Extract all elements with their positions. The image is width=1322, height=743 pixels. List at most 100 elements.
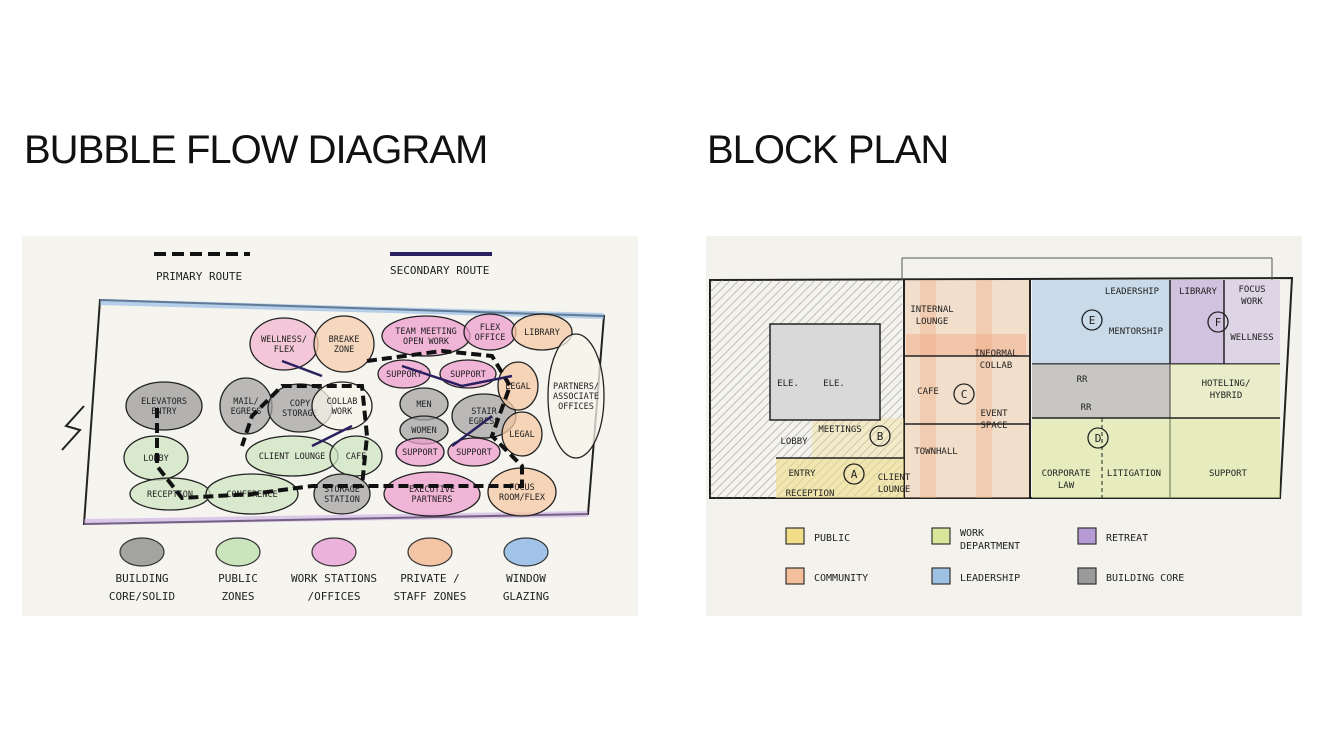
room-townhall: TOWNHALL <box>914 447 957 457</box>
room-lobby: LOBBY <box>780 437 808 447</box>
building-core-zone <box>1032 364 1170 418</box>
room-informal-collab: INFORMAL <box>974 349 1017 359</box>
bubble-elevators <box>125 381 203 431</box>
room-rr1: RR <box>1077 375 1088 385</box>
bubble-label-reception: RECEPTION <box>147 490 193 500</box>
bubble-label-team: TEAM MEETING <box>395 327 456 337</box>
bubble-label-legal2: LEGAL <box>509 430 535 440</box>
bubble-legal1 <box>497 361 539 411</box>
retreat-zone <box>1170 280 1224 364</box>
bubble-label-men: MEN <box>416 400 431 410</box>
zone-letter-e: E <box>1089 314 1096 327</box>
legend-label-4: WINDOW <box>506 572 546 585</box>
room-litigation: LITIGATION <box>1107 469 1161 479</box>
bubble-label-flexoffice: FLEX <box>480 323 501 333</box>
room-rr2: RR <box>1081 403 1092 413</box>
break-line <box>61 405 85 451</box>
room-internal-lounge: INTERNAL <box>910 305 953 315</box>
bubble-label-wellness: FLEX <box>274 345 295 355</box>
bubble-label-collab: COLLAB <box>327 397 358 407</box>
room-event-space: EVENT <box>980 409 1008 419</box>
room-corporate-law: CORPORATE <box>1042 469 1091 479</box>
block-plan-title: BLOCK PLAN <box>707 128 949 172</box>
room-library: LIBRARY <box>1179 287 1218 297</box>
primary-route-label: PRIMARY ROUTE <box>156 270 242 283</box>
bubble-label-break: ZONE <box>334 345 354 355</box>
legend-sublabel-1: ZONES <box>221 590 254 603</box>
room-wellness: WELLNESS <box>1230 333 1273 343</box>
bubble-label-break: BREAKE <box>329 335 360 345</box>
bubble-label-team: OPEN WORK <box>403 337 450 347</box>
block-legend-label-0: PUBLIC <box>814 533 850 544</box>
block-legend-swatch-1 <box>931 527 951 545</box>
room-ele2: ELE. <box>823 379 845 389</box>
bubble-break <box>313 315 375 373</box>
zone-letter-d: D <box>1095 432 1102 445</box>
block-legend-label-1: WORK <box>960 528 984 539</box>
primary-route-path <box>155 348 524 501</box>
bubble-label-partners: PARTNERS/ <box>553 382 599 392</box>
legend-swatch-2 <box>311 537 357 567</box>
bubble-label-flexoffice: OFFICE <box>475 333 506 343</box>
bubble-library <box>511 313 573 351</box>
block-plan: A B C D E F INTERNAL LOUNGE INFORMAL COLLAB CAFE E… <box>706 236 1302 616</box>
legend-label-3: PRIVATE / <box>400 572 460 585</box>
zone-letter-b: B <box>877 430 884 443</box>
zone-circle-d <box>1087 427 1109 449</box>
room-cafe: CAFE <box>917 387 939 397</box>
block-legend-swatch-3 <box>785 567 805 585</box>
bubble-flow-diagram-title: BUBBLE FLOW DIAGRAM <box>24 128 488 172</box>
room-leadership: LEADERSHIP <box>1105 287 1160 297</box>
bubble-partners <box>547 333 605 459</box>
bubble-label-support4: SUPPORT <box>456 448 492 458</box>
room-mentorship: MENTORSHIP <box>1109 327 1164 337</box>
block-legend-swatch-5 <box>1077 567 1097 585</box>
bubble-label-elevators: ELEVATORS <box>141 397 187 407</box>
bubble-label-cafe: CAFE <box>346 452 366 462</box>
bubble-legal2 <box>501 411 543 457</box>
bubble-label-women: WOMEN <box>411 426 437 436</box>
room-client-lounge: LOUNGE <box>878 485 911 495</box>
block-legend-label-5: BUILDING CORE <box>1106 573 1184 584</box>
legend-swatch-3 <box>407 537 453 567</box>
zone-letter-c: C <box>961 388 968 401</box>
legend-sublabel-4: GLAZING <box>503 590 549 603</box>
zone-circle-f <box>1207 311 1229 333</box>
bubble-label-stair: STAIR <box>471 407 497 417</box>
window-glazing-top <box>99 299 605 319</box>
room-corporate-law: LAW <box>1058 481 1075 491</box>
bubble-label-support3: SUPPORT <box>402 448 438 458</box>
legend-label-2: WORK STATIONS <box>291 572 377 585</box>
bubble-flow-diagram: PRIMARY ROUTE SECONDARY ROUTE WELLNESS/F… <box>22 236 638 616</box>
community-zone <box>904 280 1030 498</box>
block-legend-swatch-2 <box>1077 527 1097 545</box>
block-legend-label-2: RETREAT <box>1106 533 1148 544</box>
legend-sublabel-2: /OFFICES <box>308 590 361 603</box>
bubble-label-library: LIBRARY <box>524 328 560 338</box>
bubble-label-storage: STATION <box>324 495 360 505</box>
room-focus-work: WORK <box>1241 297 1263 307</box>
room-client-lounge: CLIENT <box>878 473 911 483</box>
bubble-label-focus: ROOM/FLEX <box>499 493 546 503</box>
bubble-label-wellness: WELLNESS/ <box>261 335 307 345</box>
block-legend-label-1: DEPARTMENT <box>960 541 1020 552</box>
zone-circle-e <box>1081 309 1103 331</box>
legend-sublabel-0: CORE/SOLID <box>109 590 175 603</box>
public-zone <box>776 458 904 498</box>
zone-letter-f: F <box>1215 316 1222 329</box>
room-support: SUPPORT <box>1209 469 1248 479</box>
legend-swatch-1 <box>215 537 261 567</box>
zone-circle-a <box>843 463 865 485</box>
room-hoteling: HYBRID <box>1210 391 1243 401</box>
zone-letter-a: A <box>851 468 858 481</box>
legend-label-1: PUBLIC <box>218 572 258 585</box>
bubble-label-mail: MAIL/ <box>233 397 259 407</box>
bubble-label-partners: OFFICES <box>558 402 594 412</box>
leadership-zone <box>1032 280 1170 364</box>
bubble-label-support1: SUPPORT <box>386 370 422 380</box>
secondary-route-path <box>281 359 513 448</box>
room-informal-collab: COLLAB <box>980 361 1013 371</box>
room-focus-work: FOCUS <box>1238 285 1265 295</box>
room-meetings: MEETINGS <box>818 425 861 435</box>
bubble-label-mail: EGRESS <box>231 407 262 417</box>
